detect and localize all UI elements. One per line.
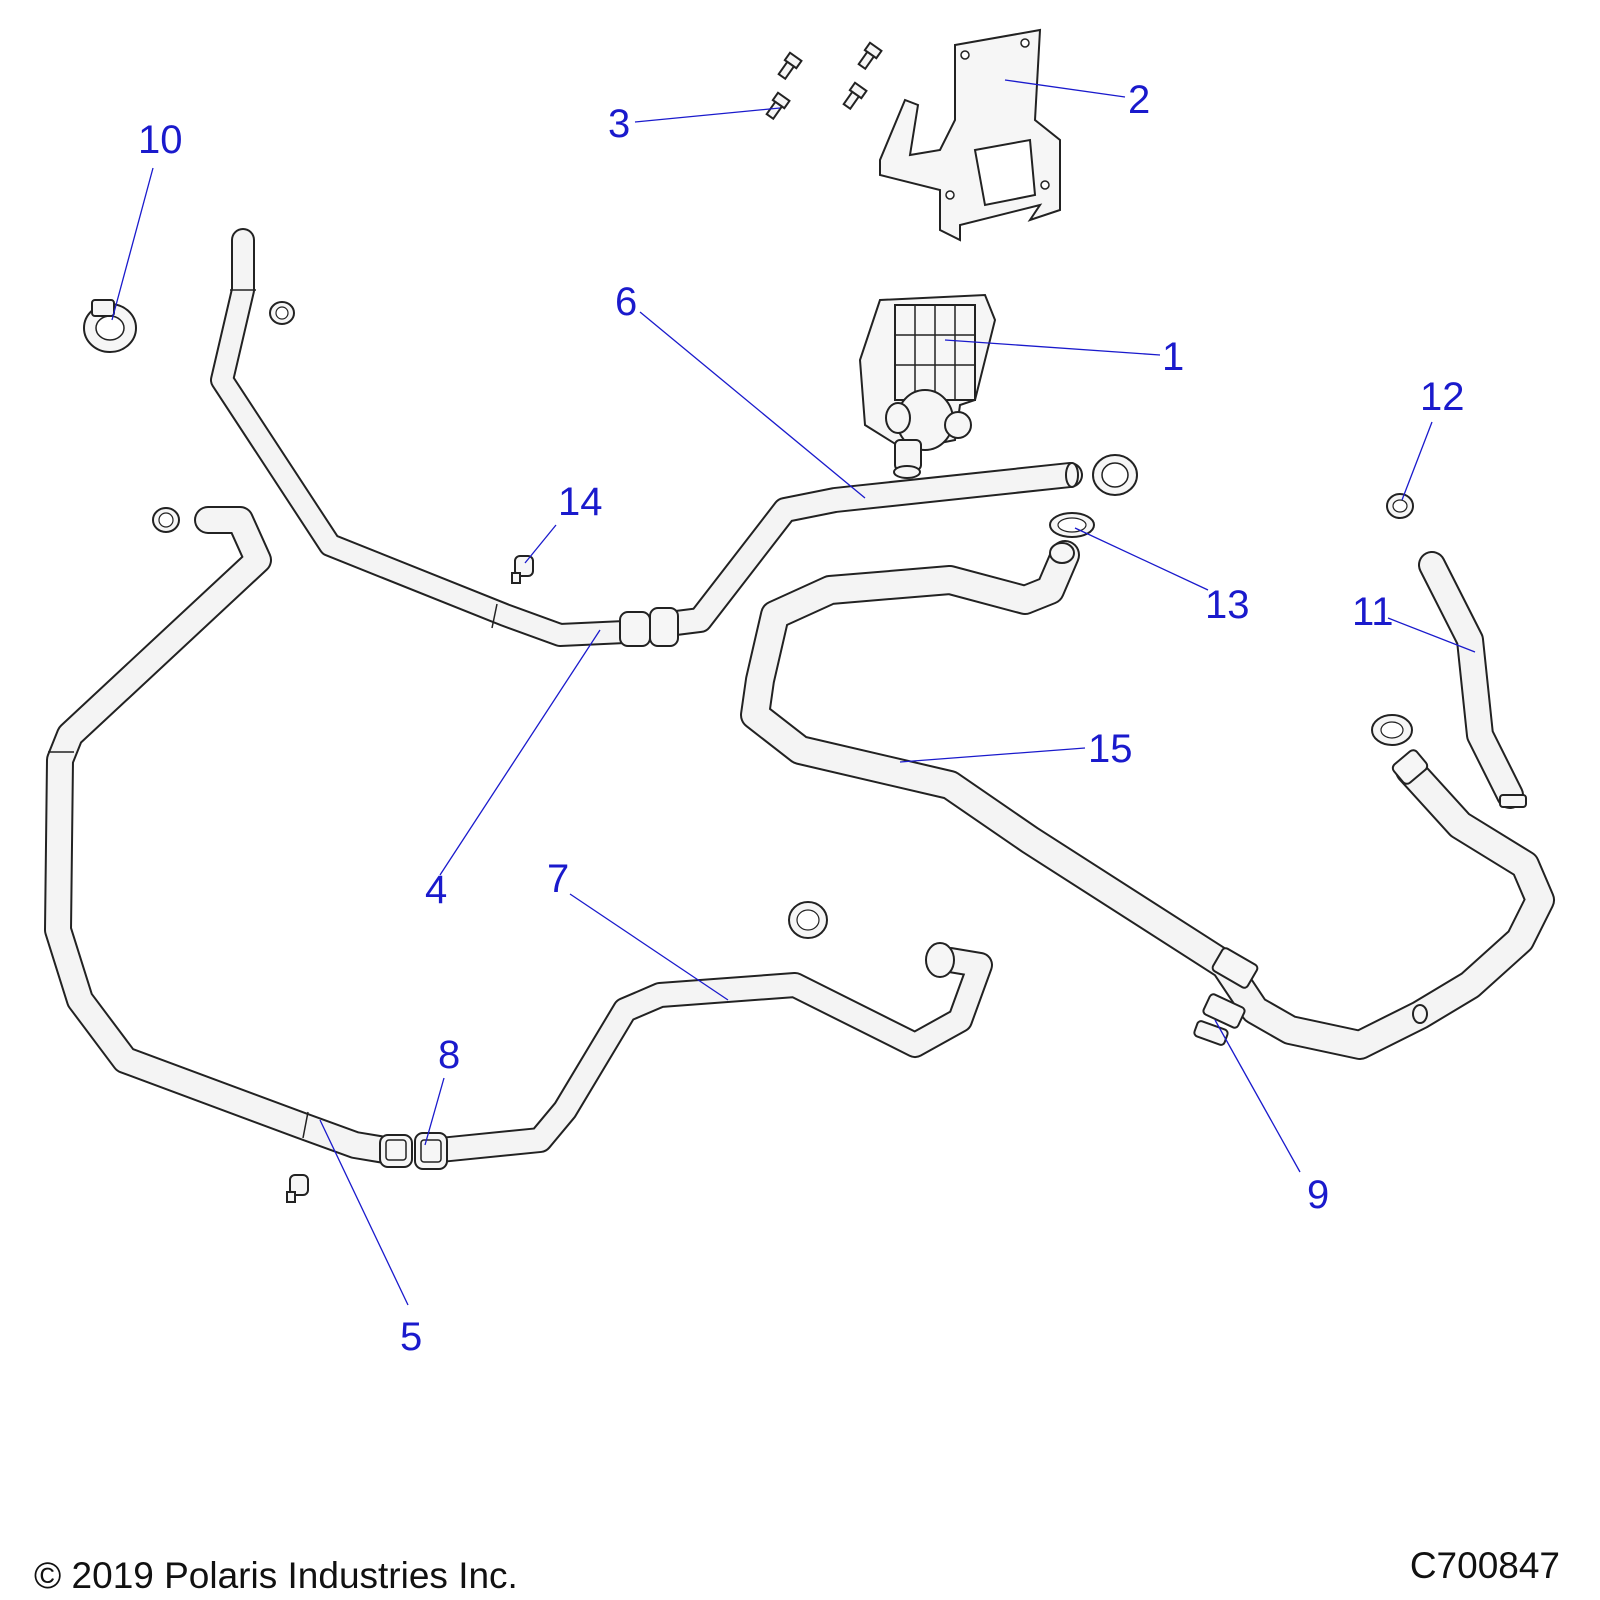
callout-13: 13	[1205, 583, 1250, 627]
hose-coupler-upper	[619, 607, 679, 647]
hose-15	[740, 540, 1555, 1060]
callout-10: 10	[138, 118, 183, 162]
valve-item-1	[858, 293, 997, 479]
callout-11: 11	[1352, 590, 1394, 634]
hose-6	[647, 462, 1083, 638]
hose-7	[427, 942, 993, 1163]
callout-12: 12	[1420, 375, 1465, 419]
callout-14: 14	[558, 480, 603, 524]
clamp-upper-left	[269, 301, 295, 325]
leader-lines	[111, 79, 1476, 1306]
callout-15: 15	[1088, 727, 1133, 771]
callout-1: 1	[1162, 335, 1184, 379]
hose-4	[210, 228, 637, 647]
callout-8: 8	[438, 1033, 460, 1077]
callout-3: 3	[608, 102, 630, 146]
clamp-lower-middle	[788, 901, 828, 939]
callout-4: 4	[425, 868, 447, 912]
screws-item-3	[765, 41, 883, 121]
callout-9: 9	[1307, 1173, 1329, 1217]
callout-2: 2	[1128, 78, 1150, 122]
clip-item-9	[1193, 947, 1259, 1046]
callout-5: 5	[400, 1315, 422, 1359]
figure-id: C700847	[1409, 1545, 1560, 1586]
hose-11	[1418, 551, 1527, 809]
clamp-valve-hose	[1092, 454, 1138, 496]
clamp-right-hose	[1371, 714, 1413, 746]
clip-item-14	[511, 555, 534, 584]
callout-7: 7	[547, 857, 569, 901]
callout-labels: 1 2 3 4 5 6 7 8 9 10 11 12 13 14 15	[138, 78, 1465, 1359]
bracket-item-2	[879, 28, 1061, 242]
clip-lower-left	[286, 1174, 309, 1203]
clamp-item-12	[1386, 493, 1414, 519]
hose-coupler-lower	[379, 1132, 448, 1170]
clamp-item-10	[83, 299, 137, 353]
callout-6: 6	[615, 280, 637, 324]
hose-5	[44, 506, 399, 1164]
copyright-text: © 2019 Polaris Industries Inc.	[34, 1555, 518, 1596]
clamp-item-13	[1049, 512, 1095, 538]
clamp-left-hose	[152, 507, 180, 533]
